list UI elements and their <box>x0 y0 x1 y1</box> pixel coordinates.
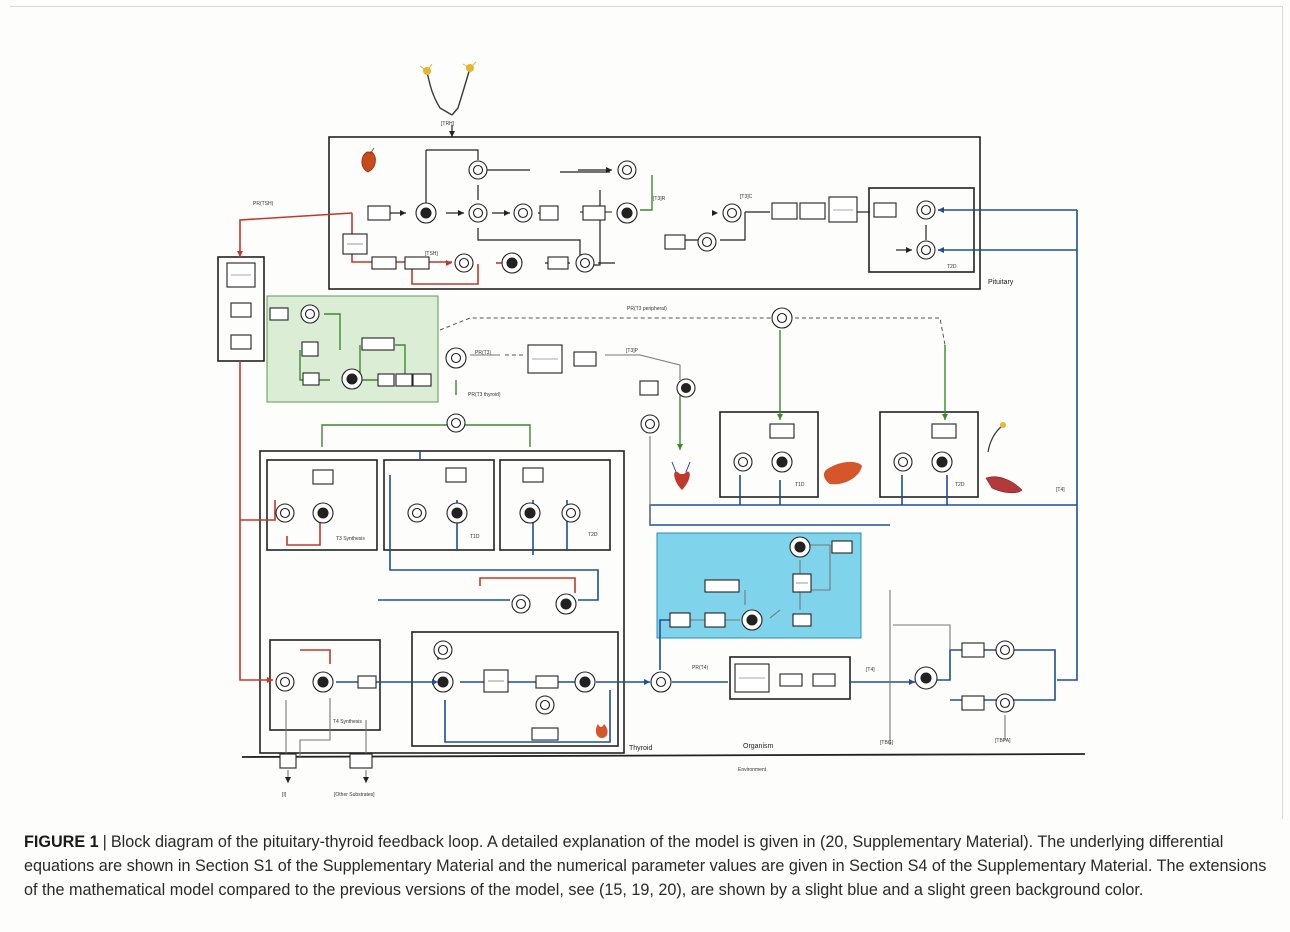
label-thyroid: Thyroid <box>629 745 652 752</box>
signal-nodes <box>275 160 1015 715</box>
label-t3p: [T3]P <box>626 348 639 354</box>
heart-icon <box>671 461 691 490</box>
liver-icon <box>823 461 862 485</box>
label-t2d-thyroid: T2D <box>588 532 598 538</box>
label-tsh: [TSH] <box>425 251 438 257</box>
label-t4-synthesis: T4 Synthesis <box>333 719 362 725</box>
label-organism: Organism <box>743 743 774 750</box>
label-pr-t3-peripheral: PR(T3 peripheral) <box>627 306 667 312</box>
t4-synthesis-box <box>269 639 381 731</box>
t1d-liver-box <box>719 411 819 498</box>
block-glyph-lines <box>231 209 853 682</box>
label-pituitary: Pituitary <box>988 279 1014 286</box>
pituitary-icon <box>361 147 376 173</box>
label-iodine: [I] <box>282 792 287 798</box>
label-t4-right: [T4] <box>1056 487 1065 493</box>
tsh-secretion-column <box>217 256 265 362</box>
figure-frame <box>10 6 1283 819</box>
t2d-thyroid-box <box>499 459 611 551</box>
caption-separator: | <box>102 833 107 851</box>
label-pr-t3: PR(T3) <box>475 350 491 356</box>
neuron-icon <box>987 422 1006 453</box>
thyroid-gland-icon <box>595 724 608 738</box>
label-t3r: [T3]R <box>653 196 666 202</box>
label-t3-synthesis: T3 Synthesis <box>336 536 365 542</box>
label-t4-organism: [T4] <box>866 667 875 673</box>
label-other-substrates: [Other Substrates] <box>334 792 375 798</box>
label-pr-tsh: PR(TSH) <box>253 201 274 207</box>
label-tbpa: [TBPA] <box>995 738 1011 744</box>
t2d-pituitary-box <box>868 187 975 273</box>
t3-synthesis-box <box>266 459 378 551</box>
caption-text: Block diagram of the pituitary-thyroid f… <box>24 833 1267 899</box>
arrowheads <box>237 131 948 783</box>
label-t2d-muscle: T2D <box>955 482 965 488</box>
t1d-thyroid-box <box>383 459 495 551</box>
pituitary-thyroid-block-diagram: [TRH] PR(TSH) [TSH] [T3]C [T3]R Pituitar… <box>217 61 1086 798</box>
t2d-muscle-box <box>879 411 979 498</box>
pituitary-compartment <box>328 136 981 290</box>
label-pr-t4: PR(T4) <box>692 665 708 671</box>
figure-caption: FIGURE 1|Block diagram of the pituitary-… <box>24 830 1274 902</box>
thyroid-inner-box <box>411 631 619 747</box>
other-pathways <box>285 125 1006 783</box>
label-t1d-liver: T1D <box>795 482 805 488</box>
diagram-labels: [TRH] PR(TSH) [TSH] [T3]C [T3]R Pituitar… <box>253 121 1065 798</box>
label-t3c: [T3]C <box>740 194 753 200</box>
label-t1d-thyroid: T1D <box>470 534 480 540</box>
label-pr-t3-thyroid: PR(T3 thyroid) <box>468 392 501 398</box>
caption-figure-label: FIGURE 1 <box>24 833 99 851</box>
label-tbg: [TBG] <box>880 740 894 746</box>
t3-green-pathways <box>299 175 946 450</box>
muscle-icon <box>985 476 1023 494</box>
organism-box <box>729 656 851 700</box>
label-trh-input: [TRH] <box>441 121 455 127</box>
environment-line <box>241 753 1086 758</box>
neuron-icon <box>419 61 477 116</box>
label-t2d-pituitary: T2D <box>947 264 957 270</box>
thyroid-compartment <box>259 450 625 754</box>
label-environment: Environment <box>738 767 767 773</box>
